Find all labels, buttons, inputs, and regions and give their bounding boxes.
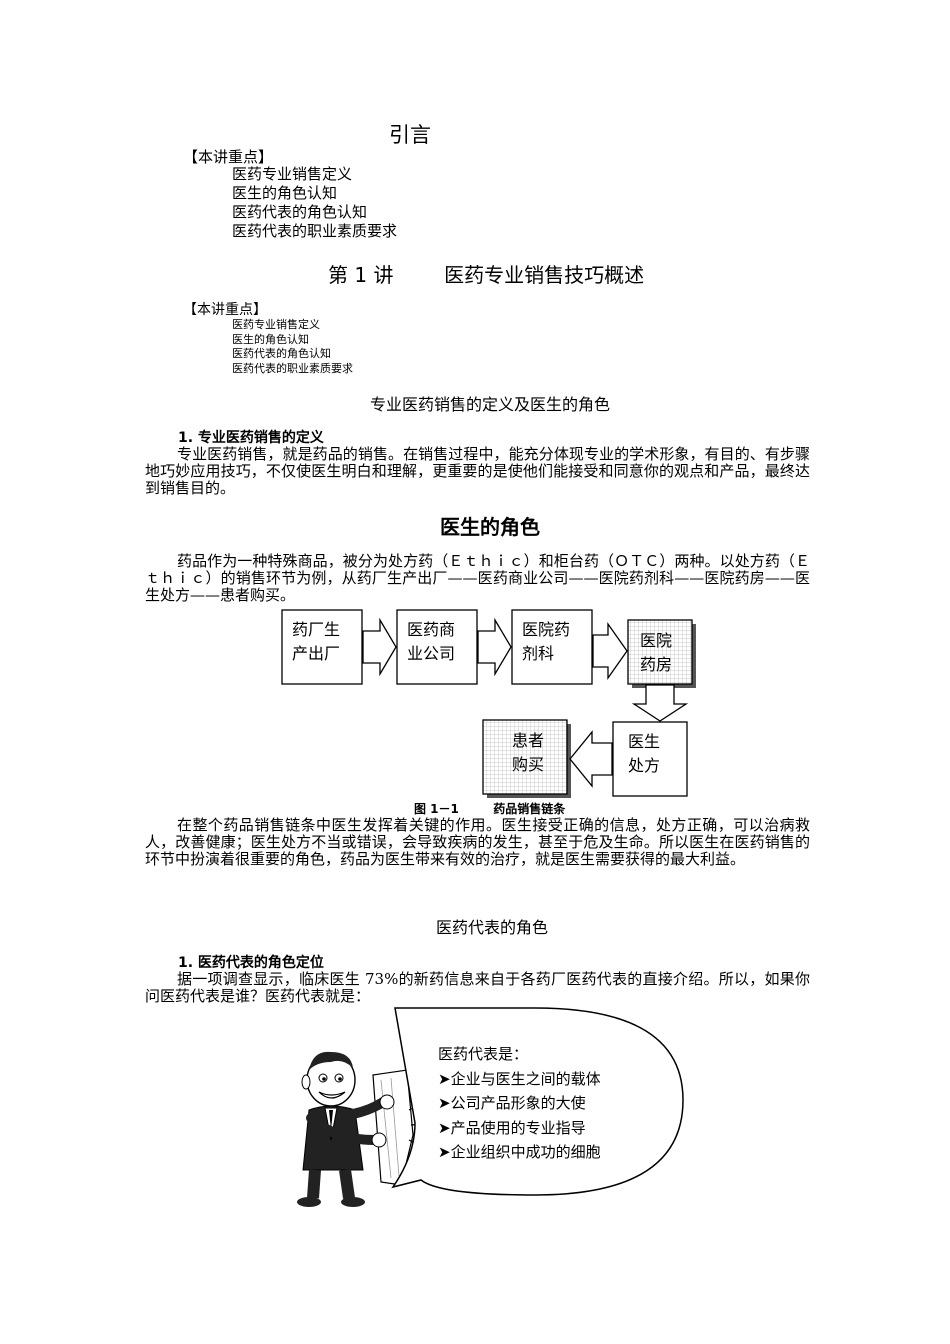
lecture-keypoint: 医生的角色认知 <box>232 332 309 346</box>
chain-box-patient-line1: 患者 <box>512 731 544 750</box>
chain-box-prescription-line2: 处方 <box>628 756 660 775</box>
chain-box-hospital-pharmacy-line2: 药房 <box>640 655 672 674</box>
chain-box-patient <box>482 719 568 795</box>
figure-caption-number: 图 1－1 <box>414 802 459 816</box>
chain-box-pharmacy-dept-line1: 医院药 <box>522 620 570 639</box>
chain-box-hospital-pharmacy-line1: 医院 <box>640 631 672 650</box>
chain-box-distributor-line2: 业公司 <box>407 644 455 663</box>
chain-box-hospital-pharmacy <box>627 619 693 685</box>
intro-keypoint: 医药代表的职业素质要求 <box>232 222 398 240</box>
chain-arrow-left <box>569 730 613 788</box>
bubble-title: 医药代表是： <box>438 1045 529 1063</box>
intro-keypoint: 医药代表的角色认知 <box>232 203 368 221</box>
section-heading-doctor: 医生的角色 <box>440 515 540 539</box>
subheading-definition: 1. 专业医药销售的定义 <box>178 430 324 446</box>
speech-bubble <box>391 1007 684 1196</box>
chain-box-pharmacy-dept-line2: 剂科 <box>522 644 554 663</box>
lecture-title-text: 医药专业销售技巧概述 <box>444 263 645 287</box>
chain-arrow-2 <box>477 617 512 677</box>
chain-box-patient-line2: 购买 <box>512 755 544 774</box>
lecture-keypoints-label: 【本讲重点】 <box>183 302 267 318</box>
lecture-keypoint: 医药代表的角色认知 <box>232 347 331 360</box>
chain-arrow-3 <box>592 621 628 681</box>
arrow-bullet-icon: ➤ <box>438 1143 451 1161</box>
intro-title: 引言 <box>389 123 431 147</box>
figure-caption-text: 药品销售链条 <box>493 802 566 816</box>
lecture-keypoints-list: 医药专业销售定义 医生的角色认知 医药代表的角色认知 医药代表的职业素质要求 <box>232 318 353 376</box>
bubble-item: ➤公司产品形象的大使 <box>438 1094 586 1112</box>
chain-box-factory-line2: 产出厂 <box>292 644 340 663</box>
sales-chain-diagram: 药厂生 产出厂 医药商 业公司 医院药 剂科 医院 药房 医生 处方 患者 购买 <box>281 609 696 798</box>
chain-box-factory <box>281 609 363 685</box>
chain-box-factory-line1: 药厂生 <box>292 620 340 639</box>
paragraph-definition: 专业医药销售，就是药品的销售。在销售过程中，能充分体现专业的学术形象，有目的、有… <box>145 445 810 497</box>
arrow-bullet-icon: ➤ <box>438 1094 451 1112</box>
paragraph-rep: 据一项调查显示，临床医生 73%的新药信息来自于各药厂医药代表的直接介绍。所以，… <box>145 970 810 1005</box>
section-heading-definition: 专业医药销售的定义及医生的角色 <box>369 395 610 414</box>
arrow-bullet-icon: ➤ <box>438 1069 451 1088</box>
figure-caption: 图 1－1 药品销售链条 <box>414 801 565 817</box>
lecture-number: 第 1 讲 <box>328 263 394 287</box>
chain-box-distributor <box>396 609 478 685</box>
intro-keypoints-label: 【本讲重点】 <box>183 148 274 166</box>
lecture-keypoint: 医药代表的职业素质要求 <box>232 361 353 375</box>
chain-arrow-1 <box>362 617 397 677</box>
lecture-title: 第 1 讲 医药专业销售技巧概述 <box>328 262 644 288</box>
chain-box-prescription <box>612 721 688 797</box>
bubble-content: 医药代表是： ➤企业与医生之间的载体 ➤公司产品形象的大使 ➤产品使用的专业指导… <box>438 1042 601 1165</box>
chain-arrow-down <box>631 684 689 722</box>
bubble-item: ➤企业组织中成功的细胞 <box>438 1143 601 1161</box>
paragraph-doctor-chain: 药品作为一种特殊商品，被分为处方药（Ｅｔｈｉｃ）和柜台药（ＯＴＣ）两种。以处方药… <box>145 552 810 604</box>
subheading-rep: 1. 医药代表的角色定位 <box>178 955 324 971</box>
paragraph-doctor-role: 在整个药品销售链条中医生发挥着关键的作用。医生接受正确的信息，处方正确，可以治病… <box>145 816 810 868</box>
chain-box-prescription-line1: 医生 <box>628 732 660 751</box>
cartoon-presenter-illustration <box>297 1051 425 1207</box>
intro-keypoint: 医药专业销售定义 <box>232 165 353 183</box>
chain-box-distributor-line1: 医药商 <box>407 620 455 639</box>
chain-box-pharmacy-dept <box>511 609 593 685</box>
bubble-item: ➤产品使用的专业指导 <box>438 1118 586 1137</box>
section-heading-rep: 医药代表的角色 <box>435 918 548 937</box>
lecture-keypoint: 医药专业销售定义 <box>232 318 320 331</box>
arrow-bullet-icon: ➤ <box>438 1118 451 1137</box>
bubble-item: ➤企业与医生之间的载体 <box>438 1069 601 1088</box>
intro-keypoints-list: 医药专业销售定义 医生的角色认知 医药代表的角色认知 医药代表的职业素质要求 <box>232 165 397 241</box>
intro-keypoint: 医生的角色认知 <box>232 184 338 202</box>
